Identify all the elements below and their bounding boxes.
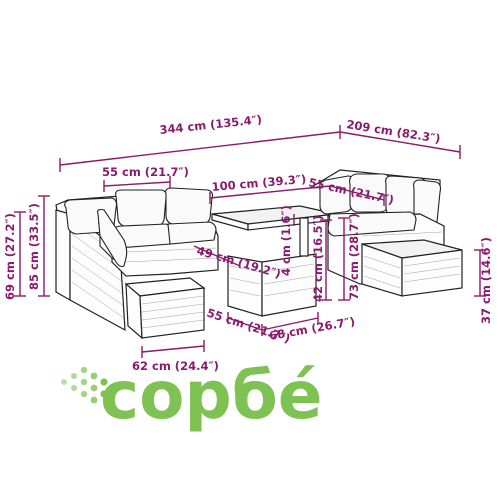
label-table-length: 100 cm (39.3″) — [211, 172, 307, 194]
label-table-top-thickness: 4 cm (1.6″) — [279, 205, 293, 276]
label-seat-width-left: 55 cm (21.7″) — [102, 165, 189, 179]
coffee-table-body-side — [261, 253, 317, 317]
label-total-width: 344 cm (135.4″) — [159, 112, 263, 137]
label-table-leg-gap: 42 cm (16.5″) — [311, 215, 325, 302]
coffee-table-weave — [229, 263, 315, 297]
dimension-lines — [14, 125, 486, 358]
seat-cushion-middle-2 — [167, 221, 217, 245]
sofa-set-drawing — [55, 169, 463, 340]
logo-dots-icon — [61, 366, 108, 404]
brand-logo: copбé — [61, 357, 323, 434]
logo-wordmark: copбé — [100, 357, 323, 434]
label-table-depth: 68 cm (26.7″) — [268, 314, 356, 343]
label-footstool-width: 62 cm (24.4″) — [132, 359, 219, 373]
coffee-table-leg — [299, 217, 309, 257]
back-cushion-3 — [165, 187, 214, 225]
label-table-height: 73 cm (28.7″) — [347, 213, 361, 300]
right-footstool-side — [401, 249, 463, 297]
label-sofa-height: 69 cm (27.2″) — [3, 213, 17, 300]
left-footstool-weave — [141, 295, 205, 329]
left-footstool-side — [139, 287, 205, 339]
right-footstool-weave — [363, 255, 461, 289]
left-sofa-weave — [71, 221, 125, 319]
back-cushion-2 — [115, 189, 168, 227]
back-cushion-left-tall — [97, 208, 128, 268]
label-footstool-height: 37 cm (14.6″) — [479, 237, 493, 324]
label-back-height: 85 cm (33.5″) — [27, 203, 41, 290]
